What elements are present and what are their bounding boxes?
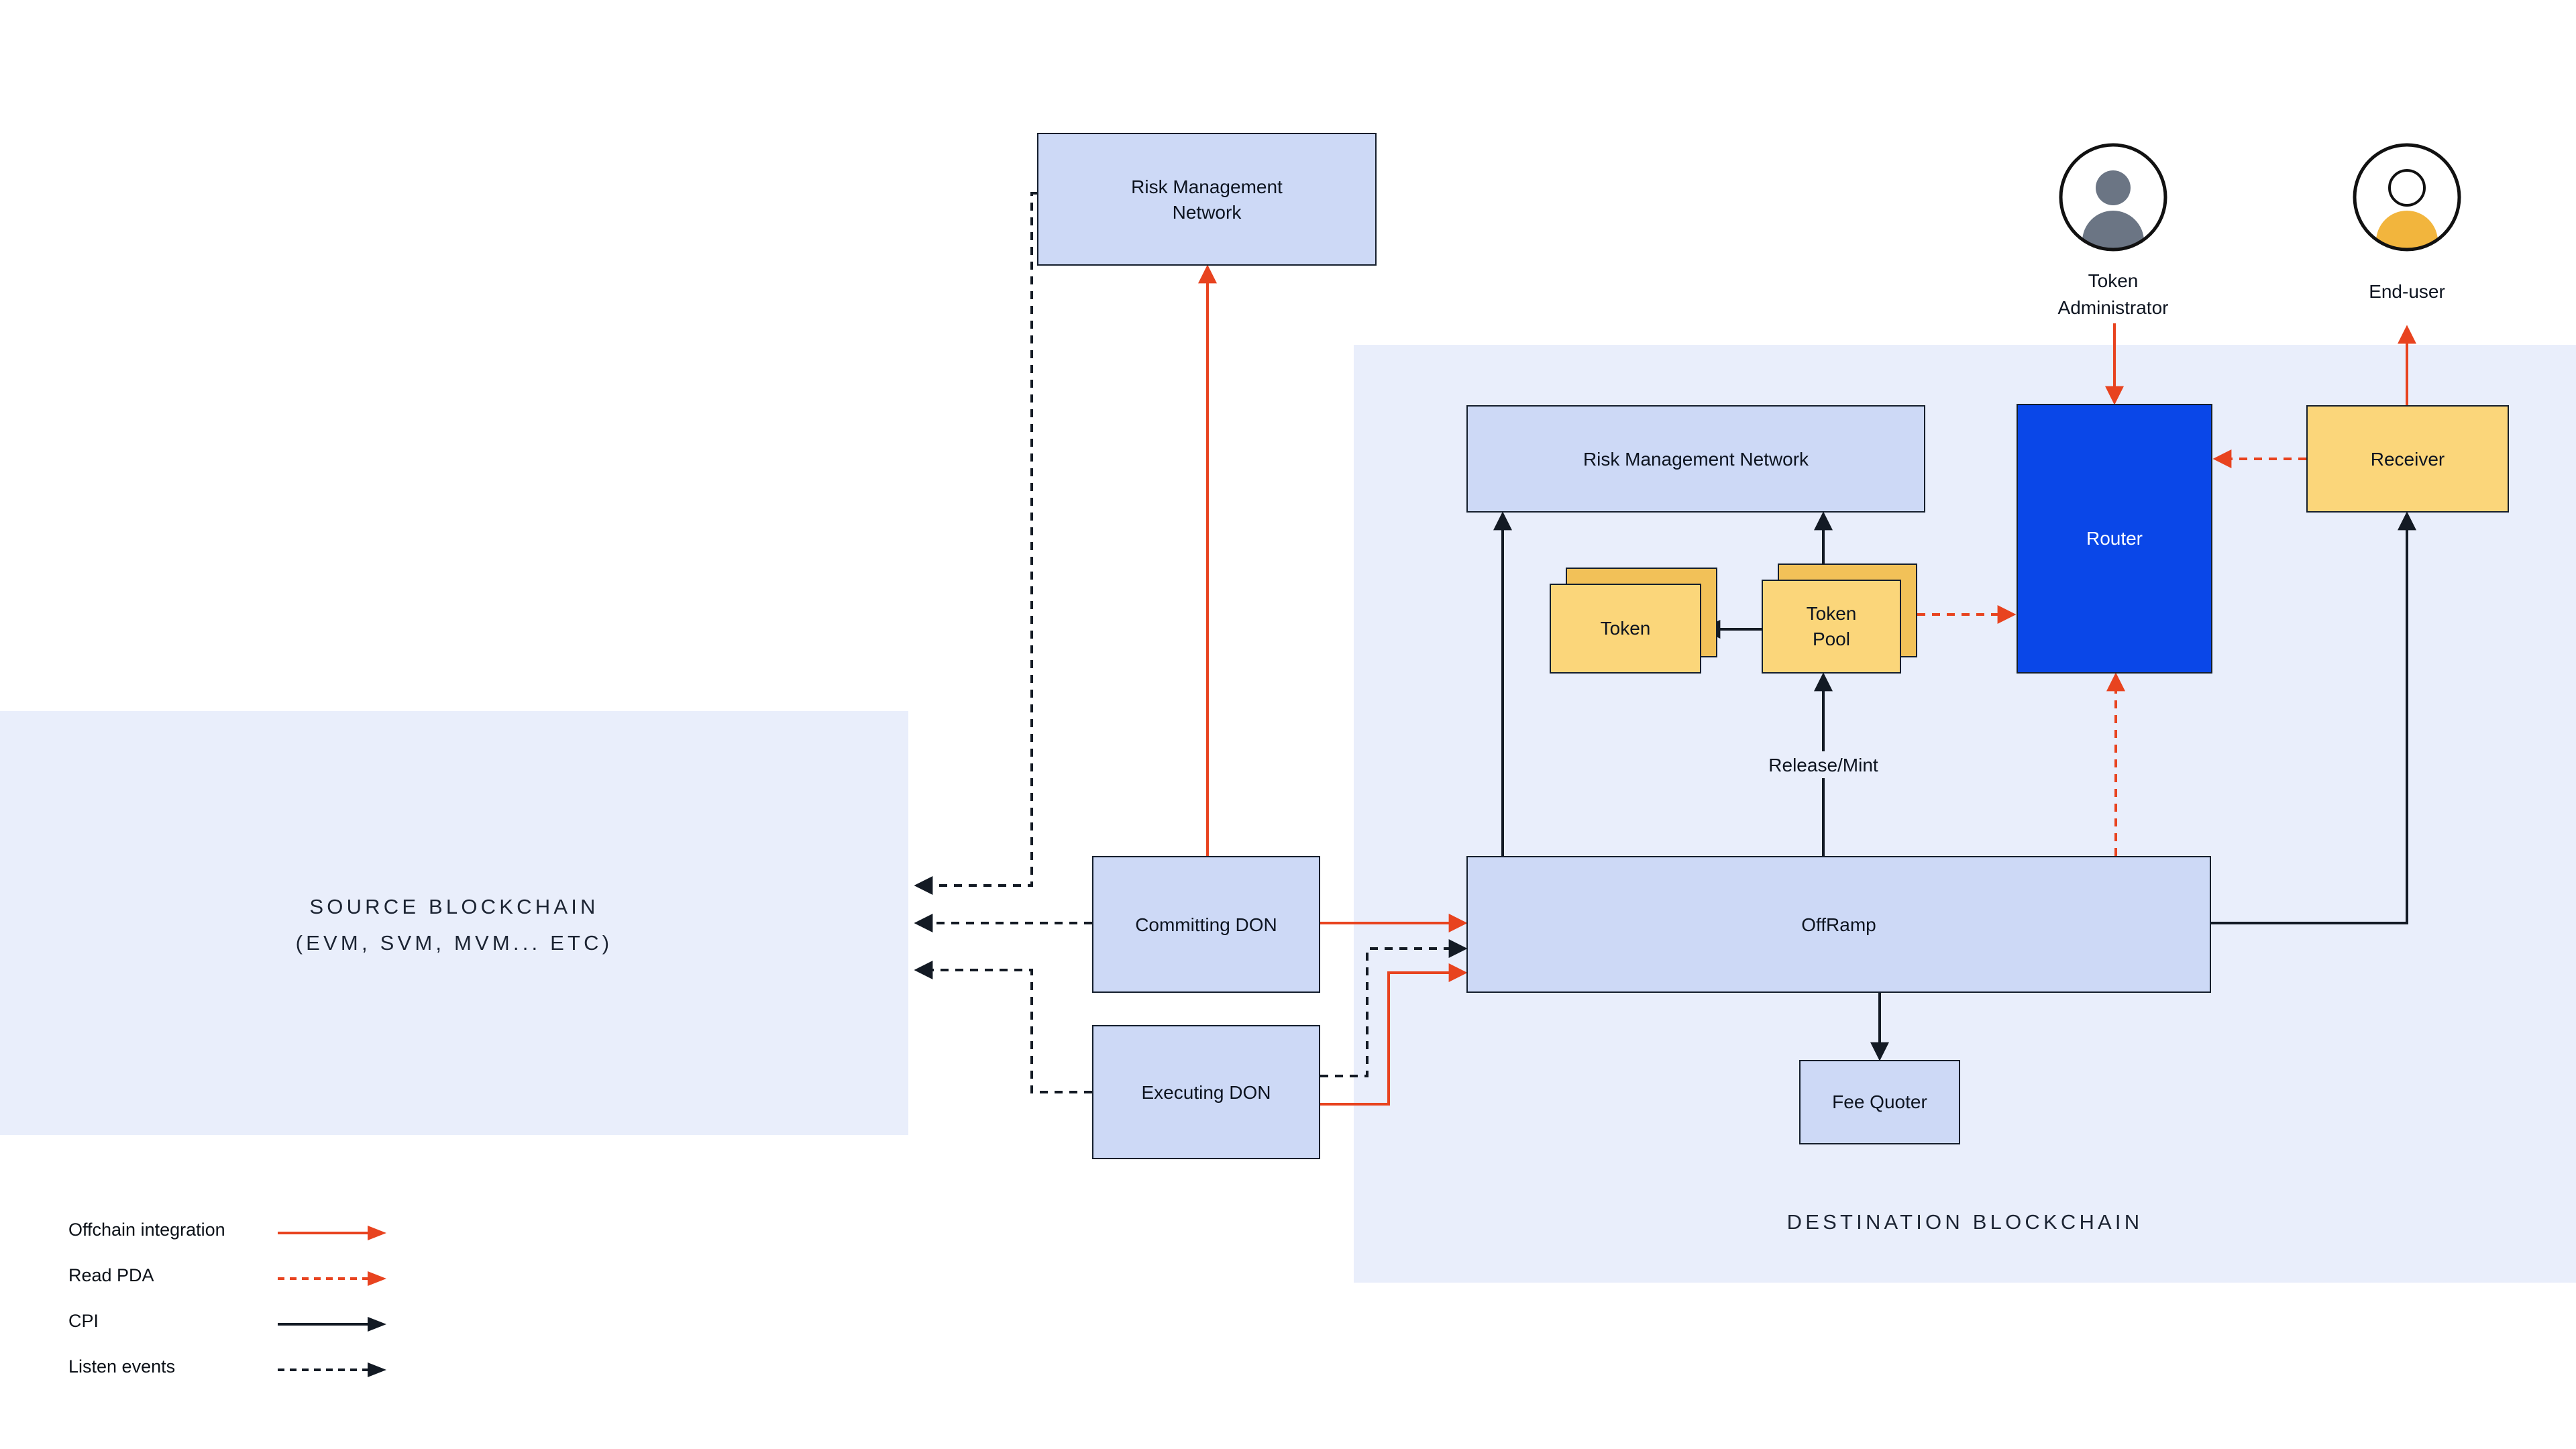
source-blockchain-title: SOURCE BLOCKCHAIN (EVM, SVM, MVM... ETC) — [295, 896, 613, 956]
node-fee-quoter: Fee Quoter — [1799, 1060, 1960, 1144]
legend-item-listen-events: Listen events — [68, 1356, 176, 1377]
node-router: Router — [2017, 404, 2212, 674]
legend-dashed-black-arrow-icon — [278, 1362, 386, 1377]
node-committing-don-label: Committing DON — [1135, 913, 1277, 935]
node-executing-don: Executing DON — [1092, 1025, 1320, 1159]
end-user-icon — [2353, 143, 2461, 252]
node-token: Token — [1550, 584, 1701, 674]
end-user-label: End-user — [2369, 280, 2445, 302]
node-token-pool-label: Token Pool — [1806, 602, 1857, 649]
edge-label-release-mint: Release/Mint — [1758, 751, 1889, 778]
source-blockchain-region — [0, 711, 908, 1135]
node-committing-don: Committing DON — [1092, 856, 1320, 993]
node-executing-don-label: Executing DON — [1141, 1081, 1271, 1103]
node-offramp: OffRamp — [1466, 856, 2211, 993]
node-rmn-offchain-label: Risk Management Network — [1131, 175, 1283, 222]
node-receiver: Receiver — [2306, 405, 2509, 513]
node-rmn-destination: Risk Management Network — [1466, 405, 1925, 513]
node-rmn-offchain: Risk Management Network — [1037, 133, 1377, 266]
node-token-pool: Token Pool — [1762, 580, 1901, 674]
legend-solid-red-arrow-icon — [278, 1226, 386, 1240]
node-router-label: Router — [2086, 527, 2143, 549]
node-fee-quoter-label: Fee Quoter — [1832, 1091, 1927, 1113]
node-offramp-label: OffRamp — [1801, 913, 1876, 935]
token-administrator-label: Token Administrator — [2057, 270, 2169, 319]
legend-dashed-red-arrow-icon — [278, 1271, 386, 1286]
legend-solid-black-arrow-icon — [278, 1317, 386, 1332]
destination-blockchain-title: DESTINATION BLOCKCHAIN — [1786, 1212, 2143, 1234]
node-receiver-label: Receiver — [2370, 447, 2445, 470]
legend-item-read-pda: Read PDA — [68, 1265, 154, 1285]
legend-item-offchain-integration: Offchain integration — [68, 1220, 225, 1240]
arrow-rmn-offchain-listen-source — [914, 192, 1037, 895]
node-rmn-destination-label: Risk Management Network — [1582, 447, 1809, 470]
token-administrator-icon — [2059, 143, 2167, 252]
legend-item-cpi: CPI — [68, 1311, 99, 1331]
node-token-label: Token — [1600, 617, 1651, 639]
arrow-executing-don-listen-source — [914, 961, 1092, 1093]
